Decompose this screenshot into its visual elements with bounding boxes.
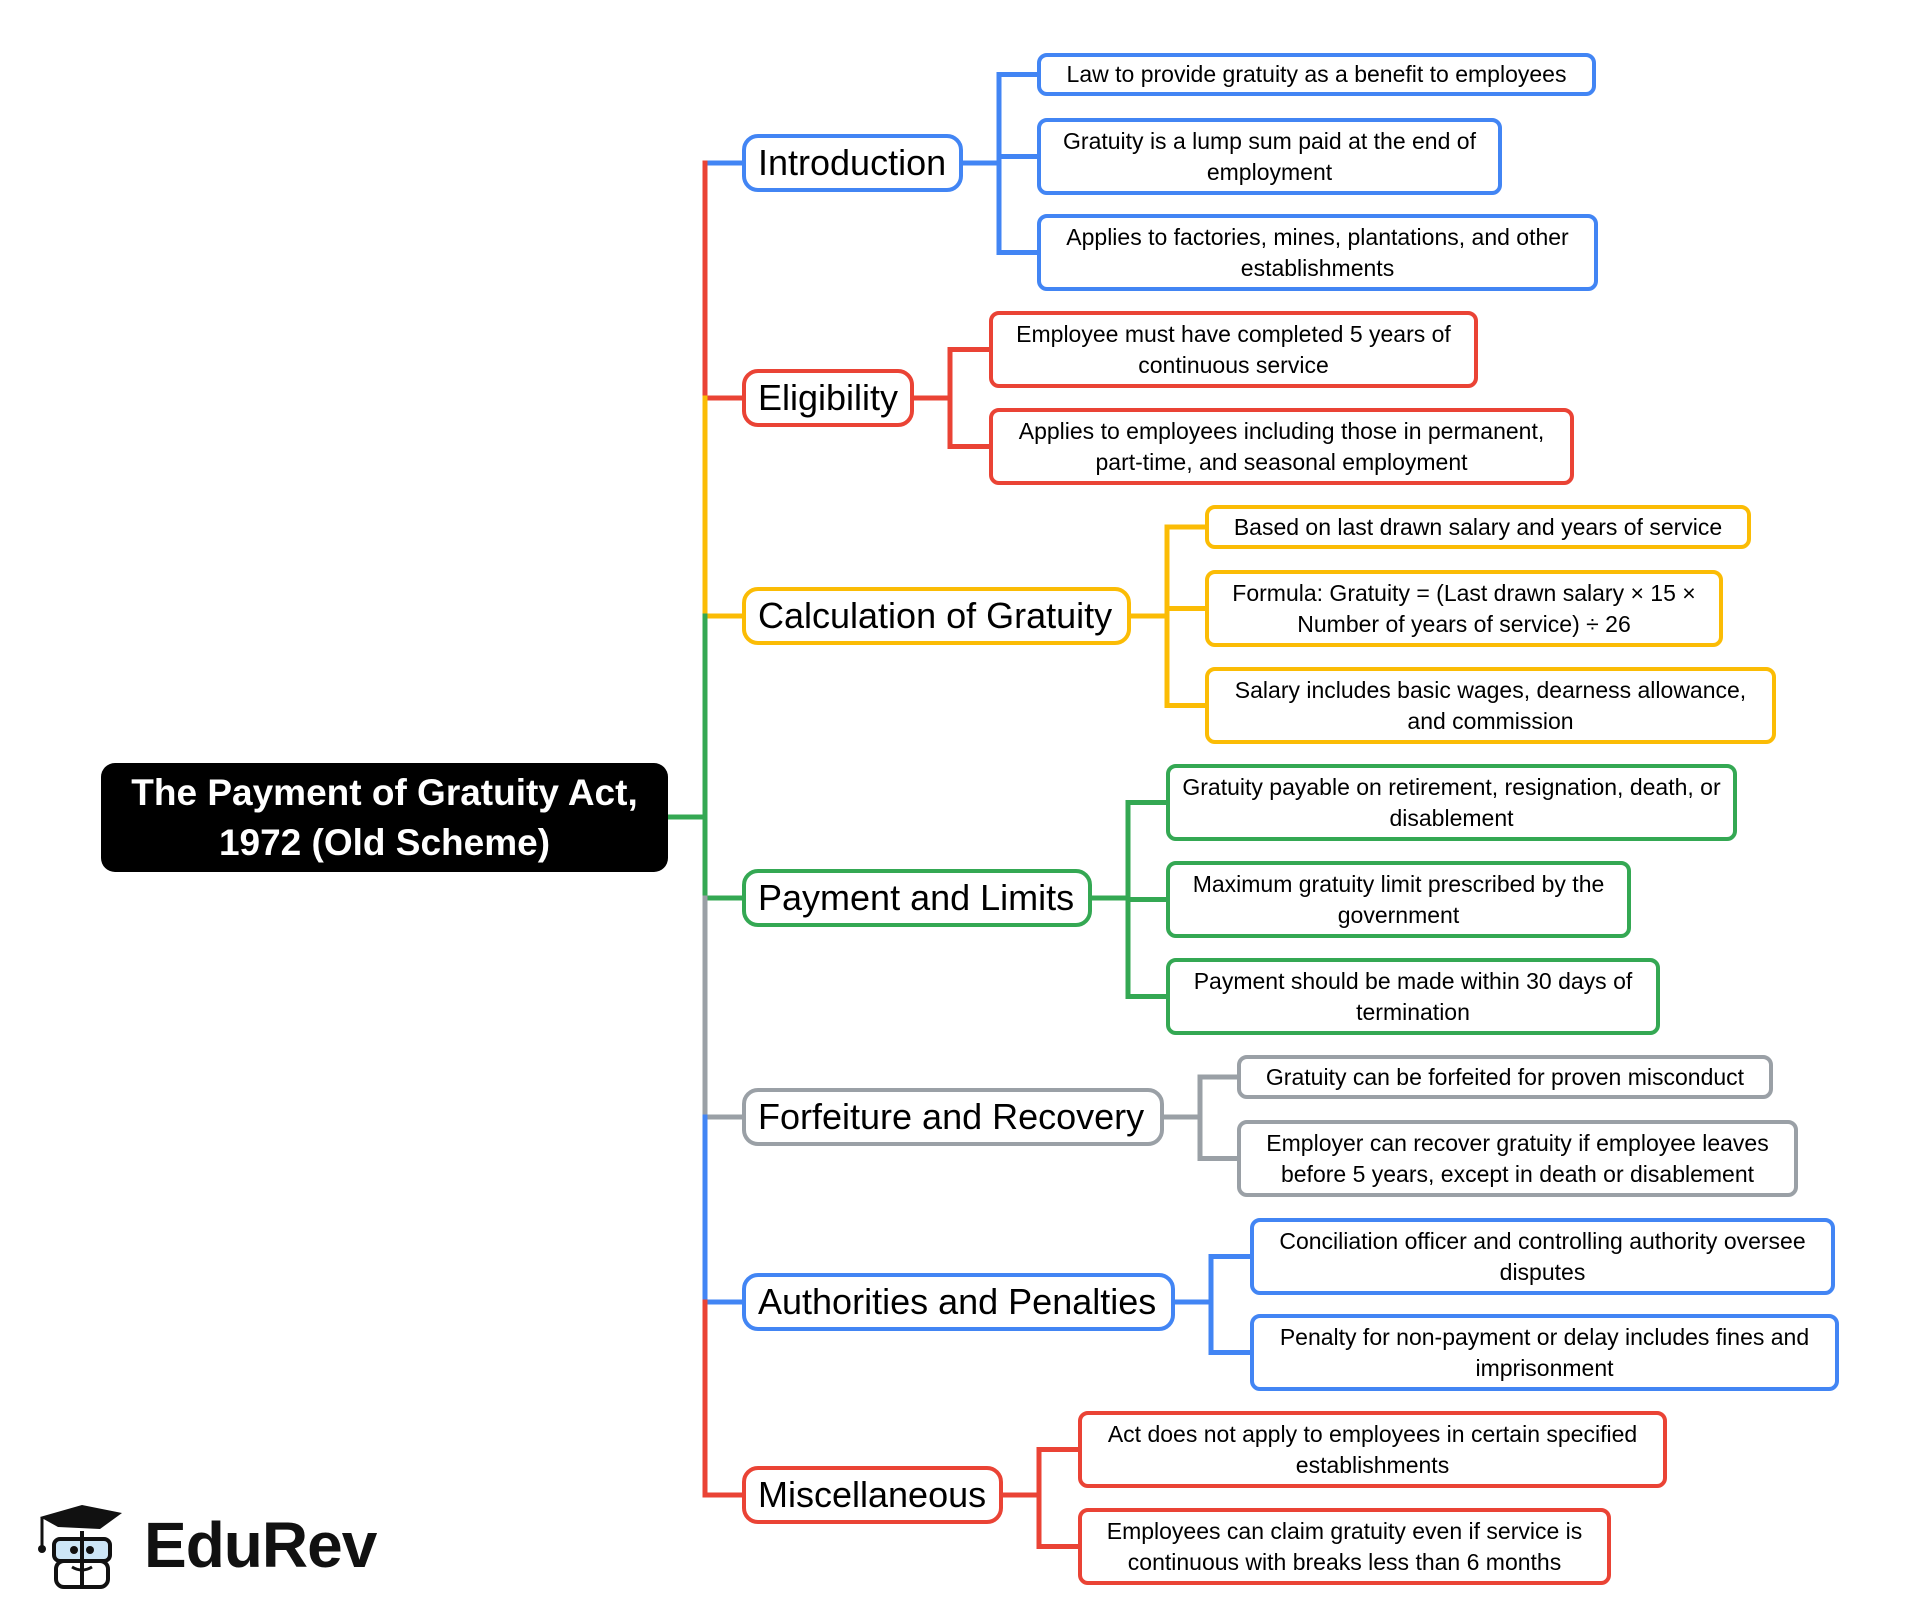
leaf-node: Applies to employees including those in … [989,408,1574,485]
leaf-node: Based on last drawn salary and years of … [1205,505,1751,549]
branch-node-authorities-and-penalties: Authorities and Penalties [742,1273,1175,1331]
leaf-node: Employees can claim gratuity even if ser… [1078,1508,1611,1585]
leaf-node: Employer can recover gratuity if employe… [1237,1120,1798,1197]
branch-node-payment-and-limits: Payment and Limits [742,869,1092,927]
leaf-node: Conciliation officer and controlling aut… [1250,1218,1835,1295]
leaf-node: Gratuity can be forfeited for proven mis… [1237,1055,1773,1099]
edurev-logo: EduRev [30,1490,400,1600]
graduation-cap-mascot-icon [38,1505,122,1589]
leaf-node: Salary includes basic wages, dearness al… [1205,667,1776,744]
leaf-node: Applies to factories, mines, plantations… [1037,214,1598,291]
leaf-node: Gratuity payable on retirement, resignat… [1166,764,1737,841]
leaf-node: Payment should be made within 30 days of… [1166,958,1660,1035]
leaf-node: Maximum gratuity limit prescribed by the… [1166,861,1631,938]
leaf-node: Employee must have completed 5 years of … [989,311,1478,388]
branch-node-calculation-of-gratuity: Calculation of Gratuity [742,587,1131,645]
leaf-node: Act does not apply to employees in certa… [1078,1411,1667,1488]
root-title-line1: The Payment of Gratuity Act, [131,771,638,813]
leaf-node: Law to provide gratuity as a benefit to … [1037,53,1596,96]
leaf-node: Penalty for non-payment or delay include… [1250,1314,1839,1391]
branch-node-eligibility: Eligibility [742,369,914,427]
root-title-line2: 1972 (Old Scheme) [218,821,551,863]
branch-node-miscellaneous: Miscellaneous [742,1466,1003,1524]
logo-text: EduRev [144,1509,377,1581]
root-node: The Payment of Gratuity Act, 1972 (Old Sc… [101,763,668,872]
branch-node-introduction: Introduction [742,134,963,192]
branch-node-forfeiture-and-recovery: Forfeiture and Recovery [742,1088,1164,1146]
leaf-node: Formula: Gratuity = (Last drawn salary ×… [1205,570,1723,647]
leaf-node: Gratuity is a lump sum paid at the end o… [1037,118,1502,195]
